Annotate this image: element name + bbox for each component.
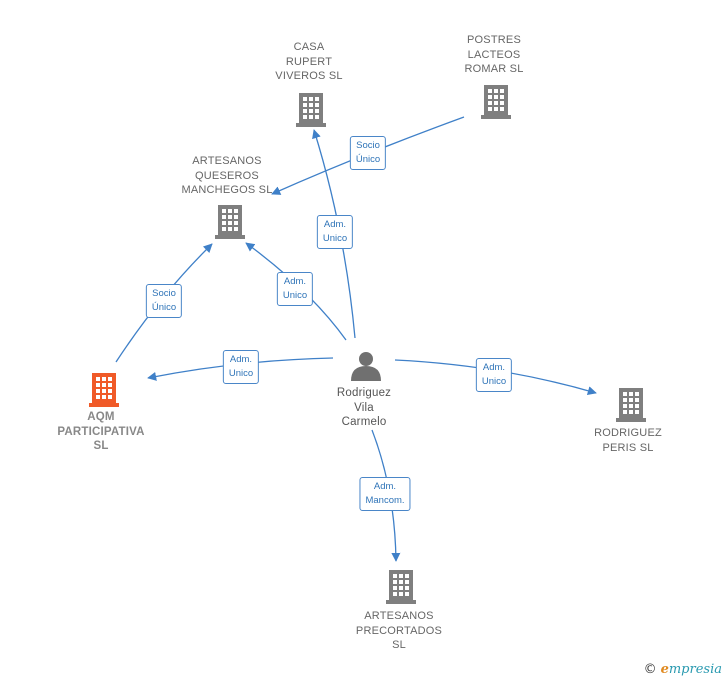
edge-label-postres-to-queseros: Socio Único — [349, 136, 387, 170]
building-icon[interactable] — [296, 93, 326, 127]
building-icon[interactable] — [386, 570, 416, 604]
empresia-logo: ©empresia — [644, 662, 722, 677]
edge-label-person-to-aqm: Adm. Unico — [222, 350, 260, 384]
brand-name: mpresia — [668, 662, 722, 677]
node-label-artesanos-precortados[interactable]: ARTESANOS PRECORTADOS SL — [355, 610, 443, 651]
edge-label-aqm-to-queseros: Socio Único — [145, 284, 183, 318]
edge-label-person-to-precortados: Adm. Mancom. — [359, 477, 411, 511]
person-icon[interactable] — [351, 352, 381, 381]
building-icon[interactable] — [215, 205, 245, 239]
building-icon[interactable] — [89, 373, 119, 407]
node-label-artesanos-queseros[interactable]: ARTESANOS QUESEROS MANCHEGOS SL — [181, 155, 273, 196]
node-label-aqm-participativa[interactable]: AQM PARTICIPATIVA SL — [57, 411, 145, 452]
brand-initial: e — [660, 662, 669, 677]
building-icon[interactable] — [616, 388, 646, 422]
node-label-rodriguez-vila[interactable]: Rodriguez Vila Carmelo — [336, 387, 392, 428]
building-icon[interactable] — [481, 85, 511, 119]
edge-label-person-to-queseros: Adm. Unico — [276, 272, 314, 306]
node-label-rodriguez-peris[interactable]: RODRIGUEZ PERIS SL — [594, 427, 662, 454]
edge-label-person-to-casa: Adm. Unico — [316, 215, 354, 249]
node-label-casa-rupert[interactable]: CASA RUPERT VIVEROS SL — [275, 41, 343, 82]
edge-label-person-to-peris: Adm. Unico — [475, 358, 513, 392]
copyright-symbol: © — [643, 662, 657, 677]
node-label-postres-lacteos[interactable]: POSTRES LACTEOS ROMAR SL — [464, 34, 524, 75]
